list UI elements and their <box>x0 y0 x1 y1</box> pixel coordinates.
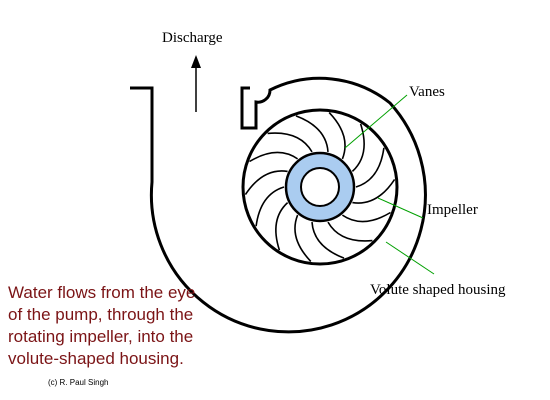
impeller-vane <box>355 147 385 188</box>
vanes-label: Vanes <box>409 84 445 100</box>
vanes-leader-line <box>344 94 408 149</box>
pump-description: Water flows from the eye of the pump, th… <box>8 282 253 370</box>
impeller-vane <box>267 132 313 153</box>
impeller-vane <box>352 178 396 204</box>
impeller-leader-line <box>377 197 424 219</box>
impeller-vane <box>295 115 329 152</box>
discharge-label: Discharge <box>162 30 223 46</box>
impeller-vanes <box>244 112 396 262</box>
impeller-vane <box>351 123 365 172</box>
impeller-label: Impeller <box>427 202 478 218</box>
impeller-vane <box>255 186 285 227</box>
housing-label: Volute shaped housing <box>370 282 506 298</box>
copyright-credit: (c) R. Paul Singh <box>48 378 109 387</box>
impeller-vane <box>341 211 391 223</box>
impeller-vane <box>328 112 346 160</box>
housing-leader-line <box>385 241 435 275</box>
impeller-vane <box>327 221 373 242</box>
impeller-vane <box>244 170 288 196</box>
impeller-vane <box>294 214 312 262</box>
volute-housing <box>130 76 427 334</box>
caption-line: Water flows from the eye <box>8 283 196 302</box>
discharge-arrow <box>191 55 201 112</box>
impeller-vane <box>249 151 299 163</box>
impeller-vane <box>275 202 289 251</box>
impeller-vane <box>311 222 345 259</box>
caption-line: of the pump, through the <box>8 305 194 324</box>
caption-line: rotating impeller, into the <box>8 327 194 346</box>
caption-line: volute-shaped housing. <box>8 349 184 368</box>
pump-eye <box>300 167 340 207</box>
